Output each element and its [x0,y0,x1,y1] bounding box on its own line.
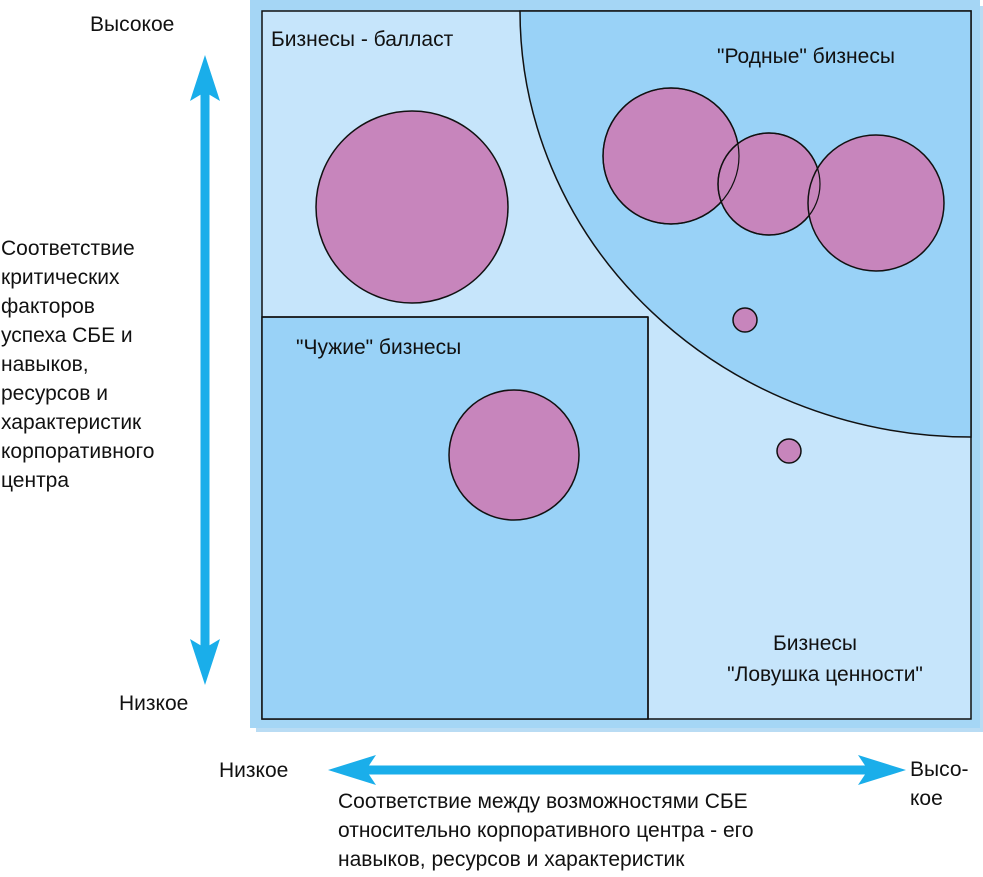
x-axis-high-label-line1: Высо- [910,758,969,781]
quadrant-label-alien: "Чужие" бизнесы [296,336,461,359]
bubble-native-1-outline [602,87,740,225]
vertical-axis-arrow-down-head [190,639,220,685]
x-axis-low-label: Низкое [219,759,288,782]
y-axis-title: Соответствие критических факторов успеха… [1,234,154,495]
y-axis-title-line: ресурсов и [1,382,108,405]
y-axis-low-label: Низкое [119,692,188,715]
bubble-ballast [315,110,509,304]
horizontal-axis-arrow-left-head [328,755,376,785]
y-axis-title-line: характеристик [1,411,142,434]
bubble-alien [448,389,580,521]
y-axis-title-line: корпоративного [1,440,155,463]
x-axis-title-line: навыков, ресурсов и характеристик [338,848,685,871]
vertical-axis-arrow-up-head [190,55,220,101]
quadrant-label-value-trap-line1: Бизнесы [773,632,857,655]
y-axis-title-line: успеха СБЕ и [1,324,133,347]
y-axis-title-line: критических [1,266,120,289]
quadrant-label-value-trap-line2: "Ловушка ценности" [727,663,923,686]
x-axis-high-label-line2: кое [910,787,943,810]
y-axis-title-line: Соответствие [1,237,135,260]
quadrant-label-native: "Родные" бизнесы [717,45,895,68]
bubble-native-1 [602,87,740,225]
bubble-small-2 [776,438,802,464]
bubble-native-2-outline [717,132,821,236]
alien-businesses-region [261,316,649,720]
horizontal-axis-arrow-right-head [858,755,906,785]
quadrant-label-ballast: Бизнесы - балласт [271,28,454,51]
y-axis-title-line: центра [1,469,70,492]
bubble-small-1 [732,307,758,333]
y-axis-title-line: навыков, [1,353,89,376]
x-axis-title-line: Соответствие между возможностями СБЕ [338,790,748,813]
bubble-native-3 [807,134,945,272]
x-axis-title: Соответствие между возможностями СБЕ отн… [338,787,754,874]
x-axis-title-line: относительно корпоративного центра - его [338,819,754,842]
y-axis-high-label: Высокое [90,13,174,36]
y-axis-title-line: факторов [1,295,95,318]
